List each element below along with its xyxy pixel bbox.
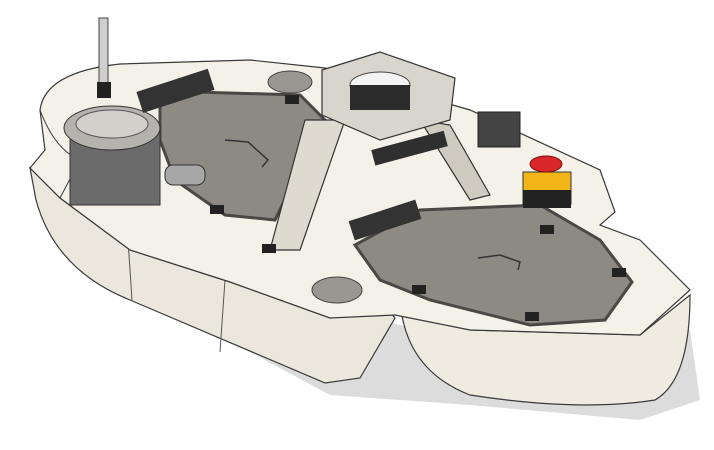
latches [210,95,626,321]
rail-block [136,68,215,113]
emergency-stop-button [529,155,563,173]
switch-block [477,111,521,148]
rail-block [348,199,422,241]
right-hull [399,293,691,406]
sensor-tower [269,119,346,251]
latch [412,285,426,294]
camera-bar [371,130,448,166]
latch [525,312,539,321]
lidar-body [350,85,410,110]
deck-port [267,70,313,94]
latch [540,225,554,234]
hull-seam [219,279,226,353]
latch [612,268,626,277]
antenna-mast [98,17,109,89]
hatch-handle [224,139,270,168]
hatch-handle [477,254,521,271]
hull-seam [127,239,133,301]
stop-base [523,190,571,208]
hatch-cover-front [352,203,634,327]
deck-port [311,276,363,304]
turntable-top [75,109,149,139]
latch [210,205,224,214]
mast-base [97,82,111,98]
latch [262,244,276,253]
latch [285,95,299,104]
motor [164,164,206,186]
